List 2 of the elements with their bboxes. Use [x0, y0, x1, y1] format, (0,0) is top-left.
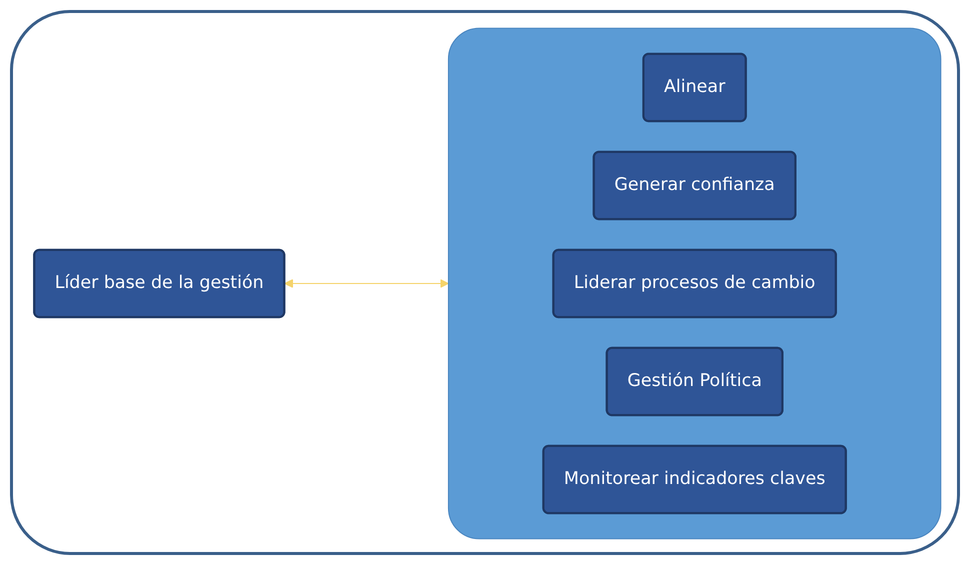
cluster [447, 28, 941, 540]
arrow [284, 278, 448, 288]
